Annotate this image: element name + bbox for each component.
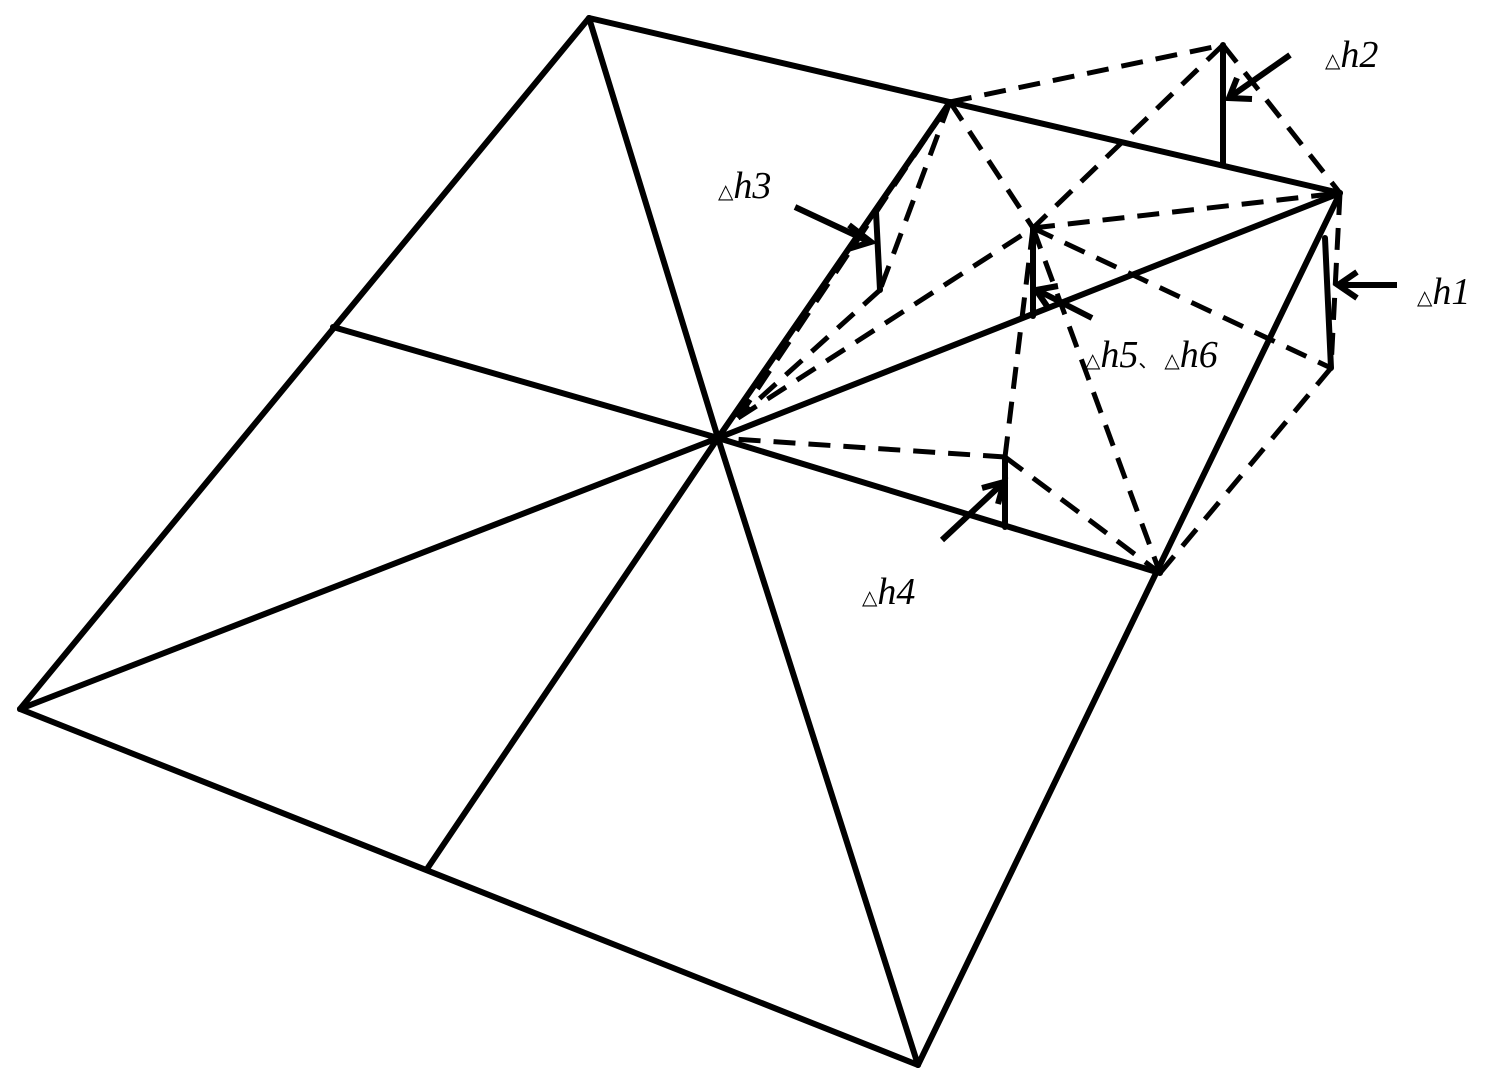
dash-16 <box>717 435 1006 460</box>
edge-center-top <box>586 15 721 441</box>
arrow-h4 <box>939 477 1009 543</box>
edge-center-bottom-mid <box>424 435 721 872</box>
dash-3 <box>1031 43 1225 230</box>
displacement-h3 <box>873 209 883 293</box>
dash-6 <box>736 288 882 420</box>
interior-edges <box>17 15 1343 1068</box>
dash-5 <box>877 101 953 291</box>
dash-10 <box>1031 225 1333 371</box>
arrow-h1 <box>1332 269 1397 301</box>
labels: △h1 △h2 △h3 △h4 △h5、△h6 <box>718 34 1470 613</box>
deformed-mesh <box>717 42 1343 576</box>
dash-12 <box>1158 366 1333 575</box>
edge-center-bottom <box>715 435 921 1068</box>
edge-top-left <box>17 15 592 712</box>
edge-top <box>586 15 1343 196</box>
dash-9 <box>1032 190 1341 231</box>
dash-2 <box>1221 43 1342 195</box>
dash-13 <box>1030 227 1163 574</box>
edge-center-right-lower <box>715 435 1163 576</box>
dash-7 <box>735 100 953 420</box>
outer-boundary <box>17 15 1343 1068</box>
arrow-h2 <box>1224 52 1292 102</box>
dash-1 <box>949 42 1224 105</box>
edge-center-left <box>17 435 721 712</box>
edge-center-top-right <box>715 99 953 441</box>
label-h5-h6: △h5、△h6 <box>1085 334 1218 376</box>
dash-8 <box>736 225 1035 421</box>
label-h4: △h4 <box>862 571 915 613</box>
edge-bottom <box>17 706 921 1068</box>
edge-center-left-mid <box>330 324 721 441</box>
dash-14 <box>1002 227 1036 458</box>
arrow-h3 <box>793 204 878 252</box>
dash-4 <box>947 100 1036 230</box>
label-h3: △h3 <box>718 165 771 207</box>
edge-center-right <box>715 190 1343 441</box>
edge-right <box>915 190 1343 1068</box>
label-h1: △h1 <box>1417 271 1470 313</box>
dash-15 <box>1003 454 1162 576</box>
dash-11 <box>1328 192 1343 369</box>
leader-arrows <box>793 52 1397 543</box>
label-h2: △h2 <box>1325 34 1378 76</box>
arrow-h5-h6 <box>1030 283 1094 321</box>
